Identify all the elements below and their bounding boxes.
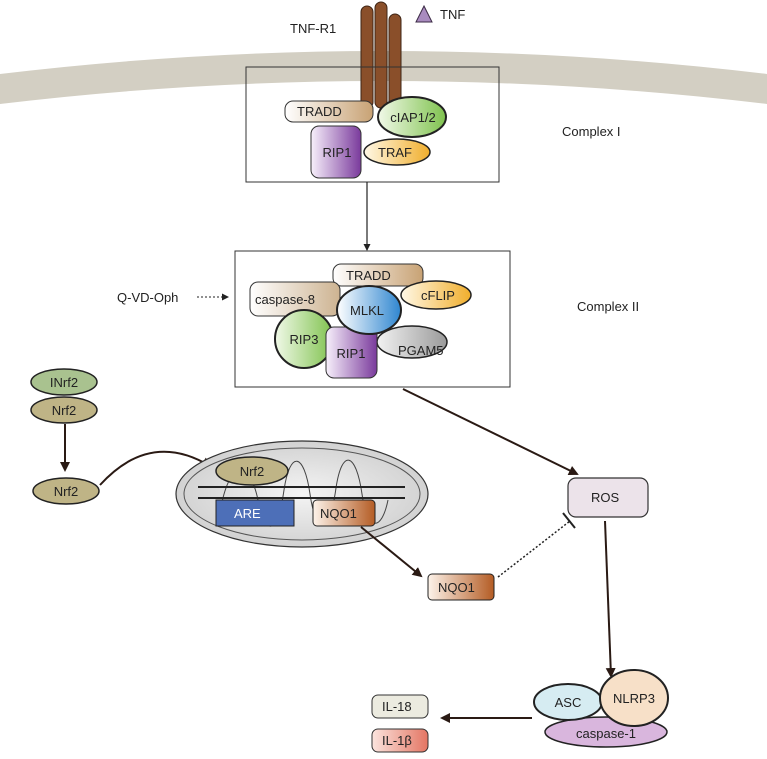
svg-text:TRADD: TRADD <box>346 268 391 283</box>
nrf2-free-node: Nrf2 <box>32 477 100 505</box>
svg-text:Nrf2: Nrf2 <box>240 464 265 479</box>
tnf-r1-receptor <box>360 1 402 109</box>
svg-text:IL-1β: IL-1β <box>382 733 412 748</box>
complex-2-pgam5: PGAM5 <box>376 325 448 359</box>
nucleus-nqo1-gene: NQO1 <box>312 499 376 527</box>
svg-text:RIP1: RIP1 <box>323 145 352 160</box>
q-vd-oph-label: Q-VD-Oph <box>117 290 178 305</box>
il-18-node: IL-18 <box>371 694 429 719</box>
svg-text:caspase-1: caspase-1 <box>576 726 636 741</box>
complex-1-title: Complex I <box>562 124 621 139</box>
tnf-r1-label: TNF-R1 <box>290 21 336 36</box>
svg-text:ROS: ROS <box>591 490 620 505</box>
il-1b-node: IL-1β <box>371 728 429 753</box>
nucleus <box>175 440 429 548</box>
are-element: ARE <box>215 499 295 527</box>
tnf-label: TNF <box>440 7 465 22</box>
svg-text:Nrf2: Nrf2 <box>54 484 79 499</box>
ros-node: ROS <box>567 477 649 518</box>
svg-text:NQO1: NQO1 <box>438 580 475 595</box>
complex-2-tradd: TRADD <box>332 263 424 287</box>
complex-2-rip3: RIP3 <box>274 309 334 369</box>
complex-2-mlkl: MLKL <box>336 285 402 335</box>
complex-2-box <box>234 250 511 388</box>
nlrp3-node: NLRP3 <box>599 669 669 727</box>
complex-1-ciap: cIAP1/2 <box>377 96 447 138</box>
svg-text:NQO1: NQO1 <box>320 506 357 521</box>
arrow-nrf2-to-nucleus <box>99 450 212 486</box>
nqo1-protein: NQO1 <box>427 573 495 601</box>
svg-text:TRAF: TRAF <box>378 145 412 160</box>
arrow-nqo1-expression <box>360 526 423 578</box>
svg-text:ARE: ARE <box>234 506 261 521</box>
nucleus-nrf2-node: Nrf2 <box>215 456 289 486</box>
nqo1-inhibits-ros-line <box>497 520 571 578</box>
complex-2-cflip: cFLIP <box>400 280 472 310</box>
svg-text:NLRP3: NLRP3 <box>613 691 655 706</box>
tnf-ligand-icon <box>415 4 433 23</box>
complex-1-rip1: RIP1 <box>310 125 362 179</box>
svg-text:INrf2: INrf2 <box>50 375 78 390</box>
arrow-complex2-to-ros <box>402 388 579 475</box>
asc-node: ASC <box>533 683 603 721</box>
complex-1-traf: TRAF <box>363 138 431 166</box>
arrow-ros-to-nlrp3 <box>604 520 616 678</box>
inhibition-bar <box>562 512 576 529</box>
svg-text:cFLIP: cFLIP <box>421 288 455 303</box>
complex-2-title: Complex II <box>577 299 639 314</box>
svg-text:caspase-8: caspase-8 <box>255 292 315 307</box>
svg-text:RIP3: RIP3 <box>290 332 319 347</box>
svg-text:TRADD: TRADD <box>297 104 342 119</box>
svg-text:cIAP1/2: cIAP1/2 <box>390 110 436 125</box>
complex-1-box <box>245 66 500 183</box>
svg-text:IL-18: IL-18 <box>382 699 412 714</box>
svg-text:ASC: ASC <box>555 695 582 710</box>
complex-2-rip1: RIP1 <box>325 326 378 379</box>
svg-text:PGAM5: PGAM5 <box>398 343 444 358</box>
svg-text:MLKL: MLKL <box>350 303 384 318</box>
svg-text:RIP1: RIP1 <box>337 346 366 361</box>
nrf2-bound-node: Nrf2 <box>30 396 98 424</box>
svg-text:Nrf2: Nrf2 <box>52 403 77 418</box>
complex-1-tradd: TRADD <box>284 100 374 123</box>
inrf2-node: INrf2 <box>30 368 98 396</box>
